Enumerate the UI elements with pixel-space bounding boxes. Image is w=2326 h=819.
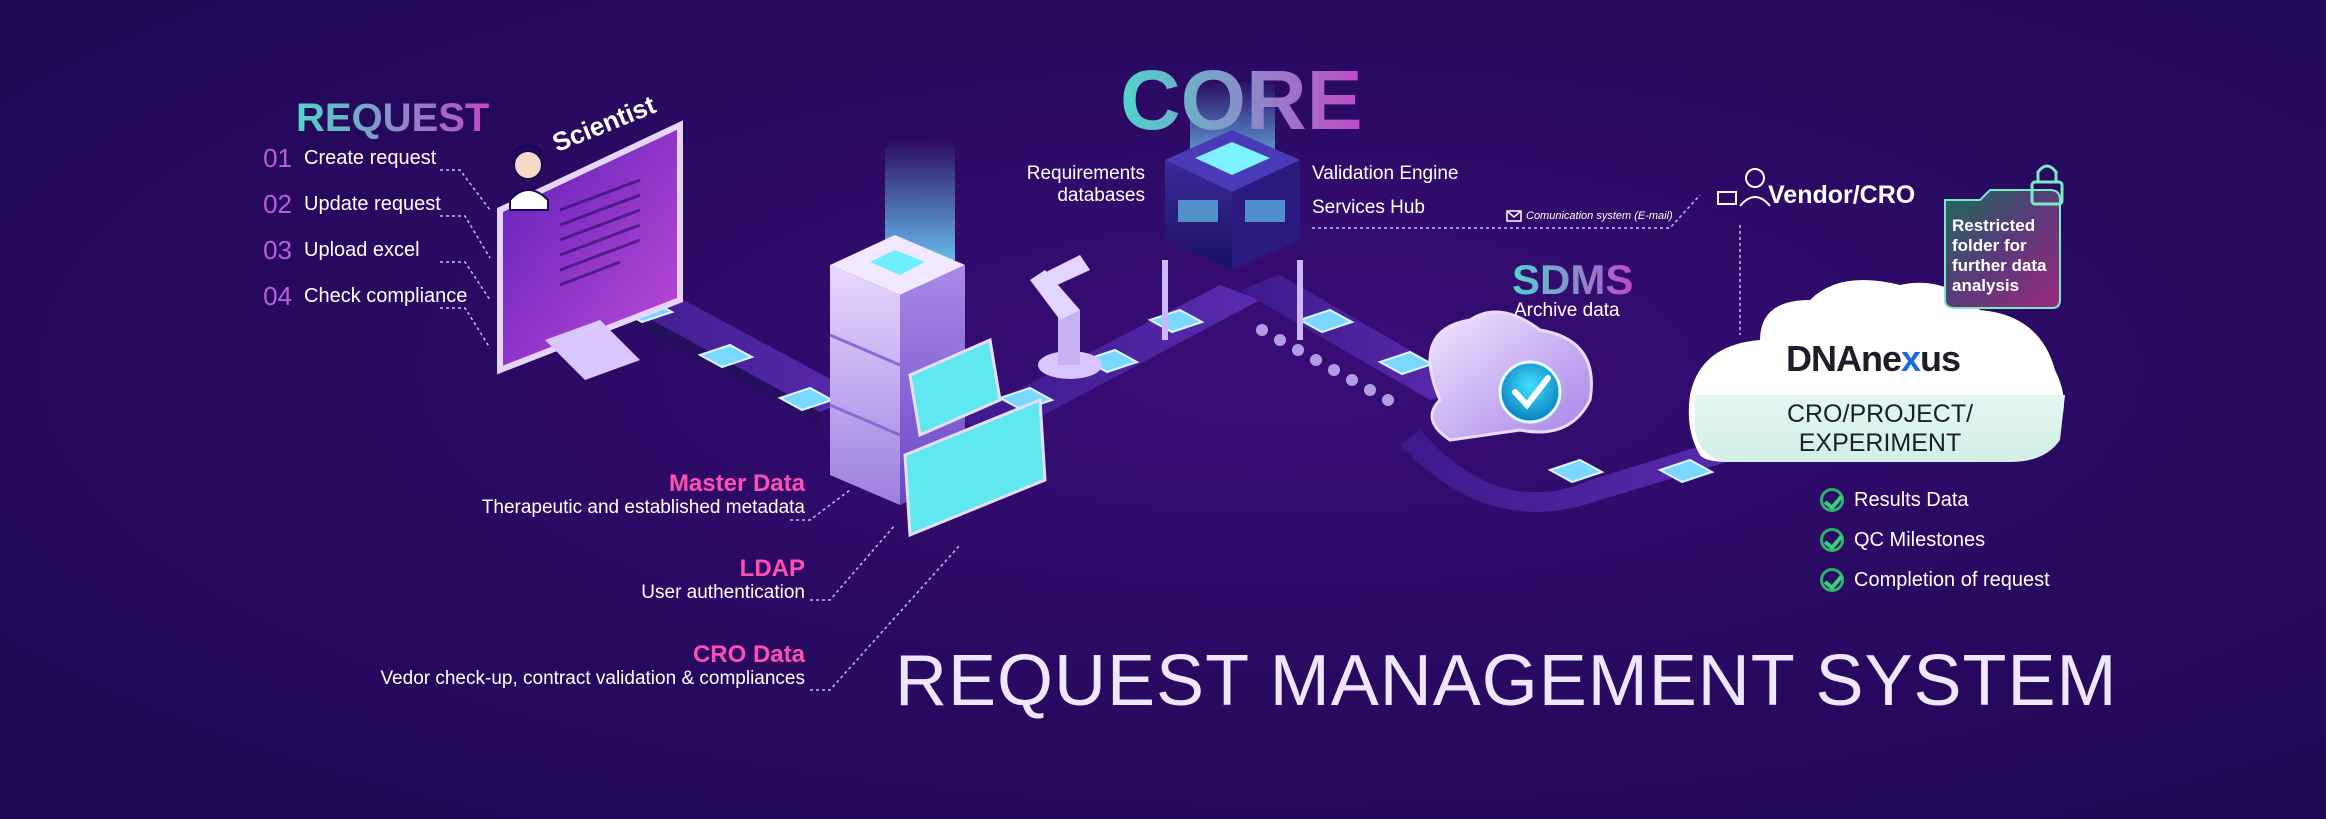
- master-data-title: Master Data: [668, 470, 805, 497]
- core-left-label-line2: databases: [1057, 185, 1145, 206]
- restricted-folder-text: Restricted folder for further data analy…: [1952, 216, 2046, 296]
- result-item: Results Data: [1820, 488, 1969, 512]
- restricted-line: further data: [1952, 256, 2047, 275]
- core-left-label-line1: Requirements: [1026, 163, 1145, 184]
- core-right-label1: Validation Engine: [1312, 163, 1459, 184]
- request-item-number: 01: [263, 142, 292, 173]
- vendor-label[interactable]: Vendor/CRO: [1768, 181, 1916, 209]
- lock-icon: [2030, 164, 2064, 206]
- check-icon: [1820, 568, 1844, 592]
- cro-data-title: CRO Data: [692, 641, 805, 668]
- request-item-number: 02: [263, 188, 292, 219]
- request-item[interactable]: 03 Upload excel: [258, 232, 420, 268]
- scientist-icon: [509, 145, 549, 211]
- cloud-line2: EXPERIMENT: [1798, 429, 1962, 457]
- cloud-line1: CRO/PROJECT/: [1786, 400, 1974, 428]
- request-item-number: 04: [263, 280, 292, 311]
- request-item-label: Create request: [304, 146, 437, 169]
- core-server: [1162, 80, 1303, 340]
- monitor-illustration: [497, 120, 683, 380]
- connector-lines: [440, 169, 1741, 691]
- dnanexus-logo-part: us: [1920, 338, 1961, 379]
- request-item-number: 03: [263, 234, 292, 265]
- master-data-cabinets: [829, 140, 1047, 538]
- robot-arm: [1030, 255, 1102, 379]
- cro-data-sub: Vedor check-up, contract validation & co…: [380, 668, 805, 689]
- vendor-icon: [1717, 168, 1771, 207]
- result-label: Results Data: [1854, 488, 1969, 511]
- restricted-line: Restricted: [1952, 216, 2036, 235]
- page-title: REQUEST MANAGEMENT SYSTEM: [895, 641, 2118, 721]
- restricted-line: analysis: [1952, 276, 2020, 295]
- request-item[interactable]: 01 Create request: [258, 140, 436, 176]
- request-item[interactable]: 02 Update request: [258, 186, 441, 222]
- result-item: Completion of request: [1820, 568, 2050, 592]
- request-item-label: Update request: [304, 192, 441, 215]
- result-item: QC Milestones: [1820, 528, 1985, 552]
- ldap-sub: User authentication: [641, 582, 805, 603]
- result-label: Completion of request: [1854, 568, 2050, 591]
- ldap-title: LDAP: [739, 555, 805, 582]
- sdms-cloud: [1428, 310, 1593, 442]
- restricted-folder: [1944, 189, 2061, 309]
- email-icon: [1506, 210, 1522, 222]
- request-item-label: Upload excel: [304, 238, 420, 261]
- core-right-label2: Services Hub: [1312, 197, 1425, 218]
- communication-label: Comunication system (E-mail): [1526, 210, 1673, 222]
- dnanexus-logo-x: x: [1901, 338, 1921, 379]
- request-item[interactable]: 04 Check compliance: [258, 278, 467, 314]
- dnanexus-logo: DNAnexus: [1786, 338, 1961, 380]
- master-data-sub: Therapeutic and established metadata: [481, 497, 805, 518]
- request-heading: REQUEST: [296, 96, 490, 140]
- sdms-sub: Archive data: [1514, 300, 1620, 321]
- core-heading: CORE: [1120, 53, 1363, 147]
- check-icon: [1820, 488, 1844, 512]
- dnanexus-logo-part: DNAne: [1786, 338, 1902, 379]
- result-label: QC Milestones: [1854, 528, 1986, 551]
- sdms-heading: SDMS: [1512, 256, 1634, 303]
- request-item-label: Check compliance: [304, 284, 468, 307]
- restricted-line: folder for: [1952, 236, 2027, 255]
- check-icon: [1820, 528, 1844, 552]
- dnanexus-cloud: [1688, 280, 2065, 462]
